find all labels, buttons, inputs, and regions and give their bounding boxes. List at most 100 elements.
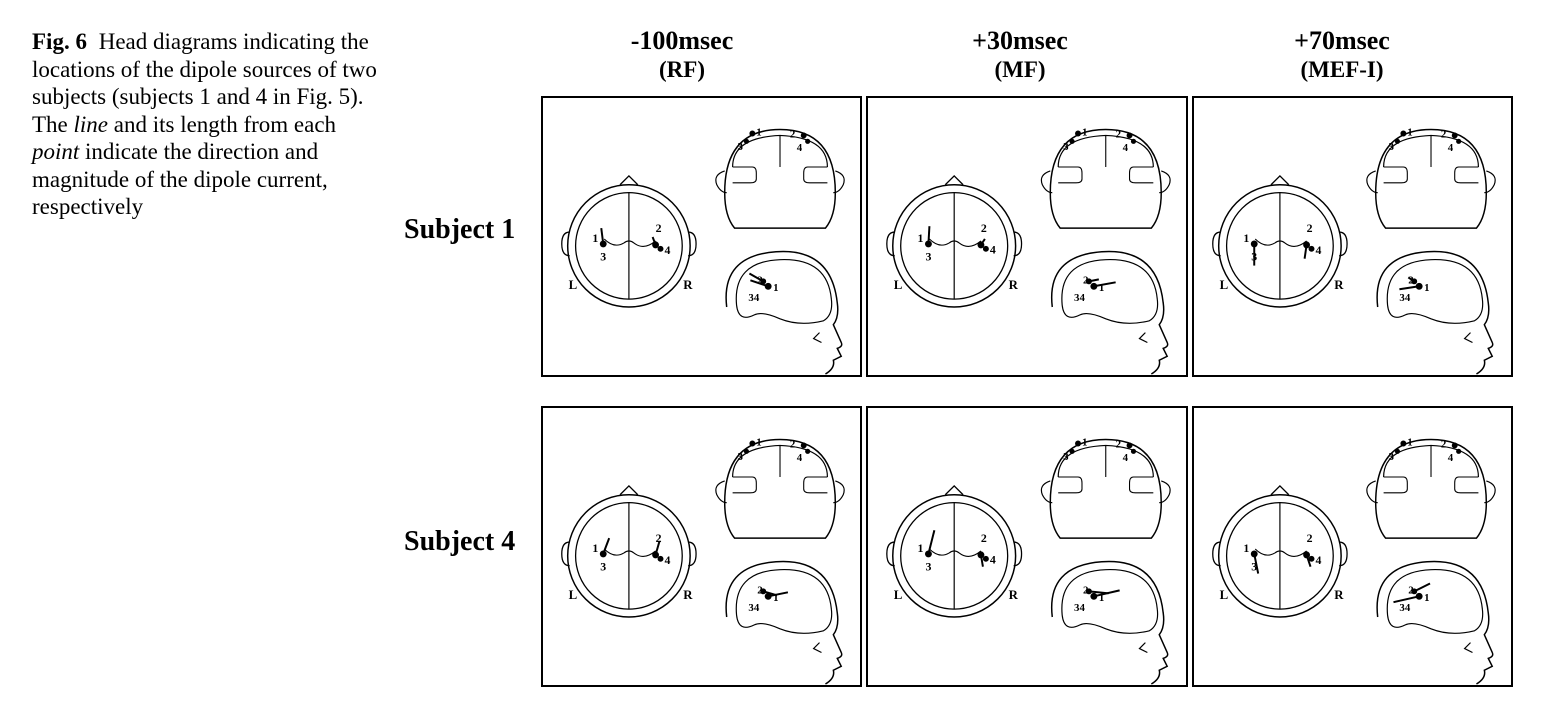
nose-icon <box>812 642 822 653</box>
dipole-label-1: 1 <box>773 592 778 604</box>
nose-icon <box>619 174 639 186</box>
dipole-point <box>982 555 989 562</box>
nose-icon <box>1138 332 1148 343</box>
left-label: L <box>894 588 903 602</box>
left-label: L <box>1220 278 1229 292</box>
dipole-label-4: 4 <box>1448 142 1454 154</box>
dipole-label-1: 1 <box>918 541 924 555</box>
column-header-2: +30msec (MF) <box>860 26 1180 83</box>
dipole-label-34: 34 <box>1399 292 1410 304</box>
dipole-point <box>1451 442 1458 449</box>
dipole-point <box>652 241 660 249</box>
dipole-label-1: 1 <box>1407 126 1412 138</box>
right-label: R <box>1009 588 1019 602</box>
head-outline <box>566 494 691 618</box>
dipole-label-2: 2 <box>981 221 987 235</box>
dipole-line <box>651 236 657 246</box>
left-lobe <box>1383 166 1408 184</box>
dipole-point <box>1126 442 1133 449</box>
nose-icon <box>1138 642 1148 653</box>
dipole-point <box>1415 592 1423 600</box>
dipole-point <box>805 138 811 144</box>
right-ear-icon <box>833 170 845 194</box>
dipole-label-4: 4 <box>797 452 803 464</box>
skull-outline <box>1374 128 1488 229</box>
right-label: R <box>683 278 693 292</box>
dipole-point <box>1075 440 1081 447</box>
dipole-label-1: 1 <box>918 231 924 245</box>
dipole-line <box>767 591 789 598</box>
dipole-point <box>1130 138 1137 144</box>
right-ear-icon <box>1339 231 1348 257</box>
caption-emphasis-line: line <box>73 111 109 137</box>
dipole-point <box>1090 592 1098 600</box>
nose-icon <box>1270 484 1290 496</box>
figure-label: Fig. 6 <box>32 29 87 54</box>
head-outline <box>1217 494 1342 618</box>
dipole-line <box>748 272 764 283</box>
dipole-label-1: 1 <box>756 436 761 448</box>
central-sulcus <box>1254 238 1307 247</box>
left-ear-icon <box>1212 231 1221 257</box>
dipole-line <box>762 590 778 597</box>
right-label: R <box>1334 278 1344 292</box>
left-ear-icon <box>561 541 570 567</box>
dipole-label-4: 4 <box>1123 142 1129 154</box>
dipole-point <box>800 132 807 139</box>
dipole-line <box>1088 590 1109 595</box>
right-ear-icon <box>833 480 845 504</box>
left-ear-icon <box>715 480 727 504</box>
brain-outline <box>1061 259 1159 324</box>
dipole-label-1: 1 <box>756 126 761 138</box>
caption-emphasis-point: point <box>32 139 80 164</box>
dipole-point <box>657 555 664 562</box>
dipole-point <box>1250 550 1258 558</box>
dipole-point <box>1069 448 1075 454</box>
skull-outline <box>1376 250 1494 375</box>
dipole-line <box>1393 595 1420 604</box>
column-component: (MEF-I) <box>1300 57 1384 82</box>
dipole-line <box>1303 244 1308 259</box>
caption-text-1: Head diagrams indicating the locations o… <box>32 29 377 137</box>
dipole-label-4: 4 <box>1315 553 1321 567</box>
dipole-point <box>977 551 985 559</box>
dipole-label-2: 2 <box>757 584 762 596</box>
dipole-line <box>1413 582 1431 593</box>
dipole-label-1: 1 <box>1407 436 1412 448</box>
dipole-label-3: 3 <box>925 250 931 264</box>
right-lobe <box>1454 476 1479 494</box>
left-ear-icon <box>1040 480 1053 504</box>
central-sulcus <box>603 238 656 247</box>
skull-outline <box>1049 438 1162 539</box>
right-ear-icon <box>1159 170 1171 194</box>
dipole-label-1: 1 <box>592 231 598 245</box>
dipole-line <box>1253 553 1260 574</box>
nose-icon <box>812 332 822 343</box>
right-lobe <box>803 476 828 494</box>
brain-outline <box>735 569 833 634</box>
caption-text-3: indicate the direction and magnitude of … <box>32 139 328 219</box>
skull-outline <box>1049 128 1162 229</box>
dipole-label-1: 1 <box>1424 592 1429 604</box>
dipole-point <box>1130 448 1137 454</box>
right-ear-icon <box>688 541 697 567</box>
dipole-line <box>1093 281 1116 288</box>
right-ear-icon <box>1484 480 1496 504</box>
dipole-label-4: 4 <box>1315 243 1321 257</box>
head-outline <box>566 184 691 308</box>
dipole-point <box>1090 282 1098 290</box>
dipole-point <box>1085 278 1092 285</box>
dipole-point <box>1394 448 1401 454</box>
dipole-point <box>743 448 750 454</box>
dipole-line <box>980 238 986 246</box>
